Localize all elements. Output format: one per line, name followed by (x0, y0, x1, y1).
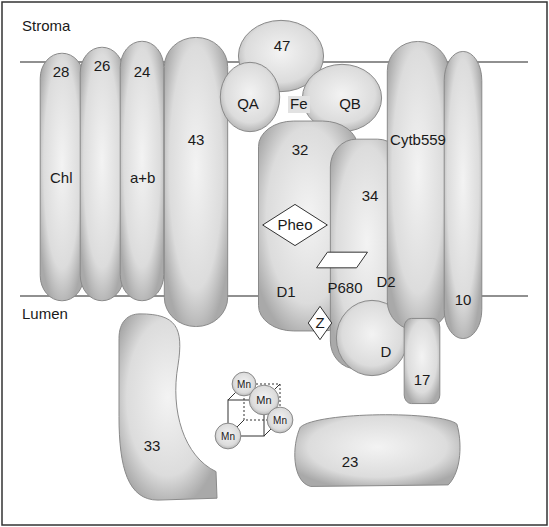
extrinsic-protein-outline (118, 312, 218, 502)
element-symbol: Mn (256, 394, 271, 406)
iron-label: Fe (288, 96, 310, 113)
element-symbol: Mn (221, 431, 235, 442)
element-symbol: Mn (273, 415, 287, 426)
p680-chlorophyll: P680 (316, 252, 368, 268)
manganese-atom: Mn (215, 423, 241, 449)
region-label: Lumen (22, 306, 68, 323)
subunit-label: D2 (376, 274, 395, 291)
extrinsic-protein: 17 (404, 318, 440, 404)
extrinsic-protein: 33 (118, 312, 218, 502)
subunit-label: 17 (414, 372, 431, 389)
subunit-label: 24 (134, 64, 151, 81)
manganese-atom: Mn (267, 407, 293, 433)
subunit-label: Pheo (277, 217, 312, 234)
subunit-label: 33 (144, 438, 161, 455)
protein-subunit-outline (164, 36, 228, 328)
subunit-label: 43 (188, 132, 205, 149)
quinone-site: QA (220, 62, 280, 132)
subunit-label: 32 (292, 142, 309, 159)
subunit-label: Cytb559 (390, 132, 446, 149)
subunit-label: QB (339, 96, 361, 113)
subunit-label: 26 (94, 58, 111, 75)
subunit-label: QA (237, 96, 259, 113)
protein-subunit-outline (80, 46, 124, 302)
extrinsic-protein-outline (290, 410, 462, 488)
cytochrome-subunit-outline (387, 40, 449, 332)
region-label: Stroma (22, 18, 70, 35)
subunit-label: Z (315, 315, 324, 332)
protein-subunit: 26 (80, 46, 124, 302)
cytochrome-subunit: Cytb559 (387, 40, 449, 332)
subunit-label: 28 (53, 64, 70, 81)
element-symbol: Mn (237, 379, 251, 390)
extrinsic-protein-outline (404, 318, 440, 404)
subunit-label: D1 (276, 284, 295, 301)
protein-subunit: 10 (444, 50, 482, 340)
pigment-label: a+b (130, 170, 155, 187)
subunit-label: 34 (362, 188, 379, 205)
p680-chlorophyll-outline (316, 252, 368, 268)
tyrosine-z-diamond: Z (308, 306, 332, 340)
protein-subunit: 43 (164, 36, 228, 328)
subunit-label: D (381, 344, 392, 361)
pigment-label: Chl (50, 170, 73, 187)
subunit-label: 23 (342, 454, 359, 471)
subunit-label: 10 (455, 292, 472, 309)
subunit-label: 47 (274, 38, 291, 55)
extrinsic-protein: 23 (290, 410, 462, 488)
subunit-label: P680 (327, 280, 362, 297)
pheophytin-diamond: Pheo (262, 204, 328, 246)
